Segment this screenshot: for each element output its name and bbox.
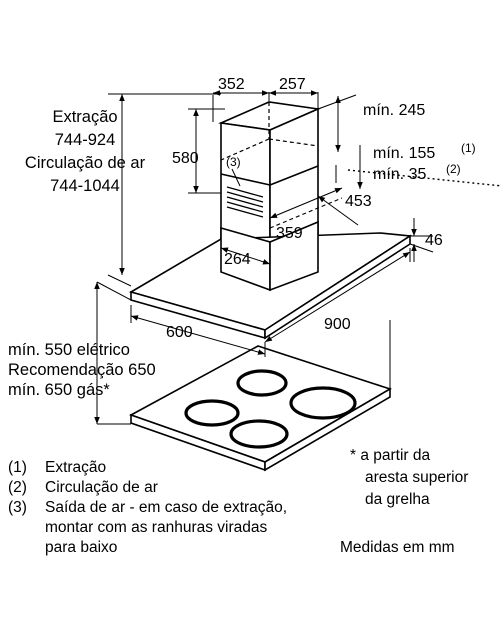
dim-min-155: mín. 155	[373, 145, 435, 162]
dim-chimney-depth: 257	[279, 76, 306, 93]
legend-text-3: Saída de ar - em caso de extração,	[45, 499, 287, 516]
air-outlet-slots	[226, 186, 264, 218]
legend-text-1: Extração	[45, 459, 106, 476]
callout-3-label: (3)	[226, 155, 241, 169]
dim-inner-359: 359	[276, 225, 303, 242]
dim-hood-depth: 600	[166, 324, 193, 341]
footnote-line-3: da grelha	[365, 491, 430, 508]
legend-num-2: (2)	[8, 479, 27, 496]
dim-offset-453: 453	[345, 193, 372, 210]
burner-front-left	[184, 399, 240, 427]
dim-inner-264: 264	[224, 251, 251, 268]
units-note: Medidas em mm	[340, 539, 455, 556]
height-recirculation-value: 744-1044	[50, 177, 120, 195]
dim-min-155-note: (1)	[461, 141, 476, 155]
dim-min-35: mín. 35	[373, 166, 426, 183]
height-recirculation-label: Circulação de ar	[25, 154, 146, 172]
burner-back-right	[289, 386, 357, 420]
cooktop	[129, 345, 392, 472]
burners	[184, 369, 357, 449]
height-extraction-value: 744-924	[55, 131, 116, 149]
clearance-gas: mín. 650 gás*	[8, 381, 110, 399]
clearance-electric: mín. 550 elétrico	[8, 341, 130, 359]
legend-text-3c: para baixo	[45, 539, 117, 556]
dim-min-35-note: (2)	[446, 162, 461, 176]
ceiling-ref-dotted	[347, 169, 500, 187]
burner-back-left	[236, 369, 288, 397]
burner-front-right	[229, 419, 289, 449]
callout-3-leader	[231, 168, 241, 187]
inner-chimney-dashed	[220, 102, 319, 161]
footnote-line-2: aresta superior	[365, 469, 468, 486]
dim-hood-thickness: 46	[425, 232, 443, 249]
clearance-recommended: Recomendação 650	[8, 361, 156, 379]
legend-text-3b: montar com as ranhuras viradas	[45, 519, 268, 536]
footnote-line-1: * a partir da	[350, 447, 431, 464]
legend-num-1: (1)	[8, 459, 27, 476]
dim-chimney-width: 352	[218, 76, 245, 93]
dim-hood-width: 900	[324, 316, 351, 333]
cooktop-top	[129, 345, 392, 463]
legend: (1) Extração (2) Circulação de ar (3) Sa…	[8, 459, 287, 556]
legend-text-2: Circulação de ar	[45, 479, 158, 496]
legend-num-3: (3)	[8, 499, 27, 516]
height-extraction-label: Extração	[52, 108, 117, 126]
dim-chimney-height: 580	[172, 150, 199, 167]
dim-min-245: mín. 245	[363, 102, 425, 119]
